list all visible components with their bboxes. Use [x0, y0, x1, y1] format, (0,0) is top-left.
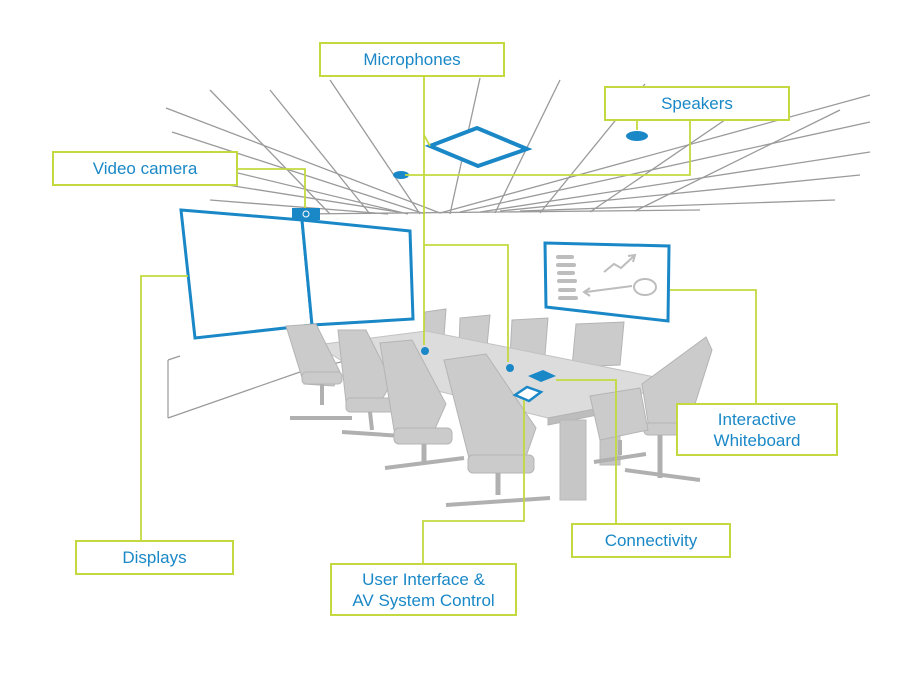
video-camera-label-text: Video camera [92, 159, 198, 178]
office-chair-icon [571, 321, 625, 368]
microphones-label: Microphones [319, 42, 505, 77]
ceiling-microphone-icon [424, 125, 533, 169]
furniture [285, 308, 713, 507]
speakers-label-text: Speakers [661, 94, 733, 113]
user-interface-label-line1: User Interface & [362, 569, 485, 589]
connector-lines [140, 77, 757, 563]
ceiling-speaker-icon [626, 131, 648, 141]
connector-video-camera [238, 168, 306, 208]
connector-whiteboard [670, 289, 757, 403]
video-camera-label: Video camera [52, 151, 238, 186]
connectivity-box-icon [528, 370, 556, 382]
connector-microphones-ceiling [423, 134, 431, 147]
office-chair-icon [443, 353, 537, 469]
microphones-label-text: Microphones [363, 50, 461, 69]
interactive-whiteboard-label: Interactive Whiteboard [676, 403, 838, 456]
office-chair-icon [337, 329, 393, 411]
displays-label: Displays [75, 540, 234, 575]
display-screen-left-icon [179, 208, 314, 340]
interactive-whiteboard-label-line2: Whiteboard [713, 430, 801, 450]
ceiling-speaker-icon [393, 171, 409, 179]
connectivity-label-text: Connectivity [604, 531, 698, 550]
connector-connectivity [556, 379, 617, 523]
connectivity-label: Connectivity [571, 523, 731, 558]
table-microphone-icon [506, 364, 514, 372]
whiteboard-icon [543, 241, 671, 323]
connector-speakers [405, 120, 691, 176]
interactive-whiteboard-label-line1: Interactive [717, 409, 797, 429]
video-camera-icon [292, 208, 320, 220]
connector-displays [140, 275, 188, 540]
displays-label-text: Displays [122, 548, 187, 567]
user-interface-label: User Interface & AV System Control [330, 563, 517, 616]
table-microphone-icon [421, 347, 429, 355]
office-chair-icon [379, 339, 447, 441]
tablet-icon [512, 385, 544, 403]
connector-microphones-table [424, 244, 509, 362]
speakers-label: Speakers [604, 86, 790, 121]
display-screen-right-icon [300, 218, 415, 327]
user-interface-label-line2: AV System Control [352, 590, 495, 610]
connector-user-interface [422, 400, 525, 563]
display-screens [179, 208, 415, 340]
